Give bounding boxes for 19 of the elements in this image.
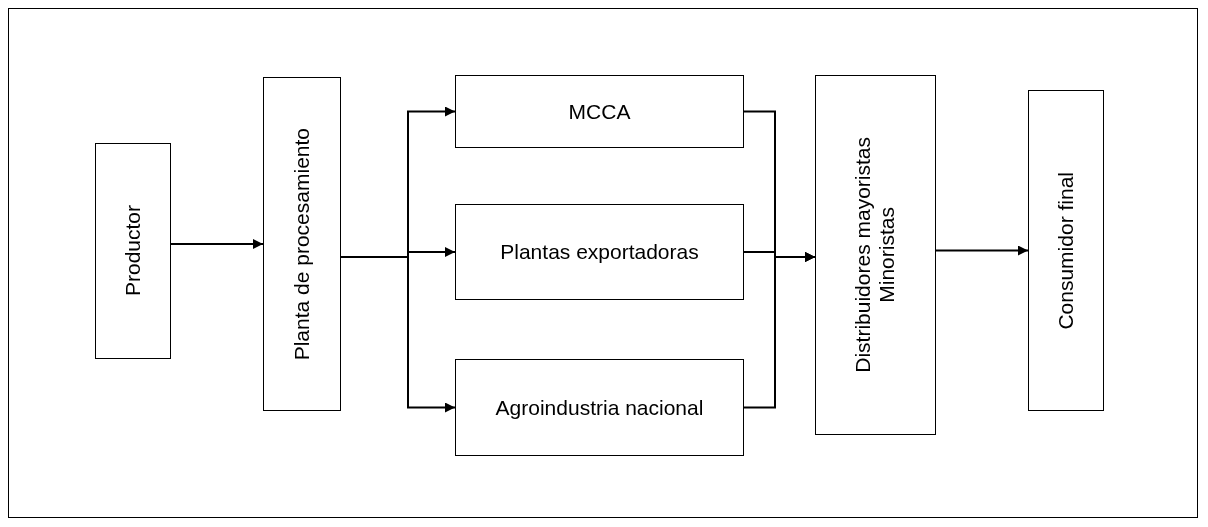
process-box [95, 143, 171, 359]
box-label: Productor [120, 205, 145, 297]
process-box [263, 77, 341, 411]
box-label: Minoristas [875, 206, 900, 305]
box-label: Plantas exportadoras [500, 239, 699, 265]
arrow [935, 245, 1029, 256]
box-label: Distribuidores mayoristas [851, 137, 876, 373]
process-box [815, 75, 936, 435]
arrow [743, 252, 816, 409]
box-label: Planta de procesamiento [289, 127, 314, 361]
process-box [1028, 90, 1104, 411]
box-label: Consumidor final [1053, 171, 1078, 330]
arrow [170, 239, 264, 249]
process-box [455, 359, 744, 456]
box-label: MCCA [568, 98, 631, 125]
box-label: Agroindustria nacional [495, 394, 704, 421]
process-box [455, 75, 744, 148]
arrow [340, 256, 456, 413]
process-box [455, 204, 744, 300]
